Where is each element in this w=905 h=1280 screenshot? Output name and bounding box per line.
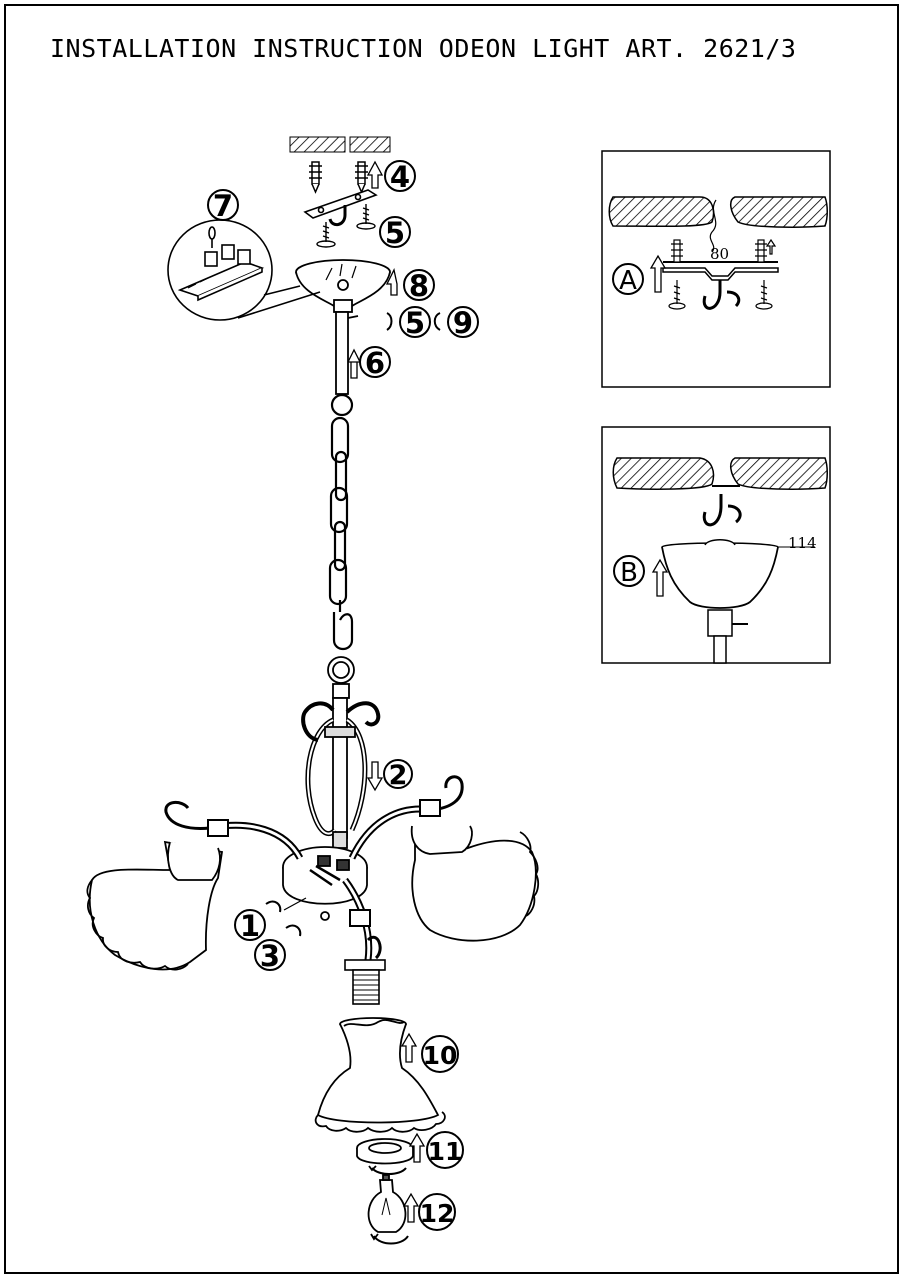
screw-icon <box>316 204 376 248</box>
step-8-marker: 8 <box>403 269 435 303</box>
step-6-marker: 6 <box>359 346 391 380</box>
canopy-icon <box>295 259 391 313</box>
right-arm <box>348 775 464 860</box>
right-shade-icon <box>410 825 540 942</box>
detail-b-panel: B 114 <box>601 426 831 664</box>
page-border <box>4 4 899 1274</box>
svg-text:1: 1 <box>240 909 260 943</box>
step-5-marker-rod: 5 <box>399 306 431 340</box>
step-12-marker: 12 <box>418 1193 456 1231</box>
detail-b-label-circle <box>613 555 645 587</box>
direction-arrow-icon <box>366 761 426 1223</box>
mounting-bracket-icon <box>303 189 378 227</box>
detail-a-label: A <box>619 266 637 296</box>
svg-text:3: 3 <box>260 939 280 973</box>
terminal-block-callout <box>167 219 321 321</box>
svg-text:2: 2 <box>389 760 408 791</box>
detail-b-dimension: 114 <box>788 534 817 552</box>
suspension-rod <box>335 311 441 395</box>
svg-text:11: 11 <box>428 1137 463 1166</box>
loop-ring-icon <box>327 656 355 699</box>
wall-plug-icon <box>309 161 368 194</box>
detail-b-label: B <box>620 558 638 588</box>
clip-icon <box>265 897 307 937</box>
step-4-marker: 4 <box>384 160 416 194</box>
light-bulb-icon <box>367 1174 409 1245</box>
page-title: INSTALLATION INSTRUCTION ODEON LIGHT ART… <box>50 34 797 63</box>
bottom-shade-icon <box>314 1017 446 1133</box>
svg-text:4: 4 <box>390 160 410 194</box>
detail-a-panel: A 80 <box>601 150 831 388</box>
step-markers: 4 5 7 8 5 9 6 2 <box>207 160 479 1231</box>
chain-icon <box>328 393 354 651</box>
left-arm <box>164 801 304 860</box>
ceiling-section <box>289 136 391 153</box>
front-arm <box>342 877 382 961</box>
step-1-marker: 1 <box>234 909 266 943</box>
step-2-marker: 2 <box>383 759 413 791</box>
up-arrow-icon <box>346 160 398 379</box>
svg-text:8: 8 <box>409 269 429 303</box>
svg-text:5: 5 <box>385 216 405 250</box>
chandelier-frame <box>301 697 381 849</box>
svg-text:10: 10 <box>423 1041 458 1070</box>
detail-a-dimension: 80 <box>710 245 729 263</box>
socket-icon <box>344 959 386 1005</box>
step-9-marker: 9 <box>447 306 479 340</box>
retaining-ring-icon <box>356 1138 414 1175</box>
svg-text:7: 7 <box>213 189 233 223</box>
svg-text:12: 12 <box>420 1199 455 1228</box>
left-shade-icon <box>86 840 224 971</box>
step-7-marker: 7 <box>207 189 239 223</box>
step-10-marker: 10 <box>421 1035 459 1073</box>
svg-text:9: 9 <box>453 306 473 340</box>
step-3-marker: 3 <box>254 939 286 973</box>
center-body <box>282 846 368 921</box>
svg-text:6: 6 <box>365 346 385 380</box>
detail-a-label-circle <box>612 263 644 295</box>
svg-text:5: 5 <box>405 306 425 340</box>
step-11-marker: 11 <box>426 1131 464 1169</box>
step-5-marker-top: 5 <box>379 216 411 250</box>
